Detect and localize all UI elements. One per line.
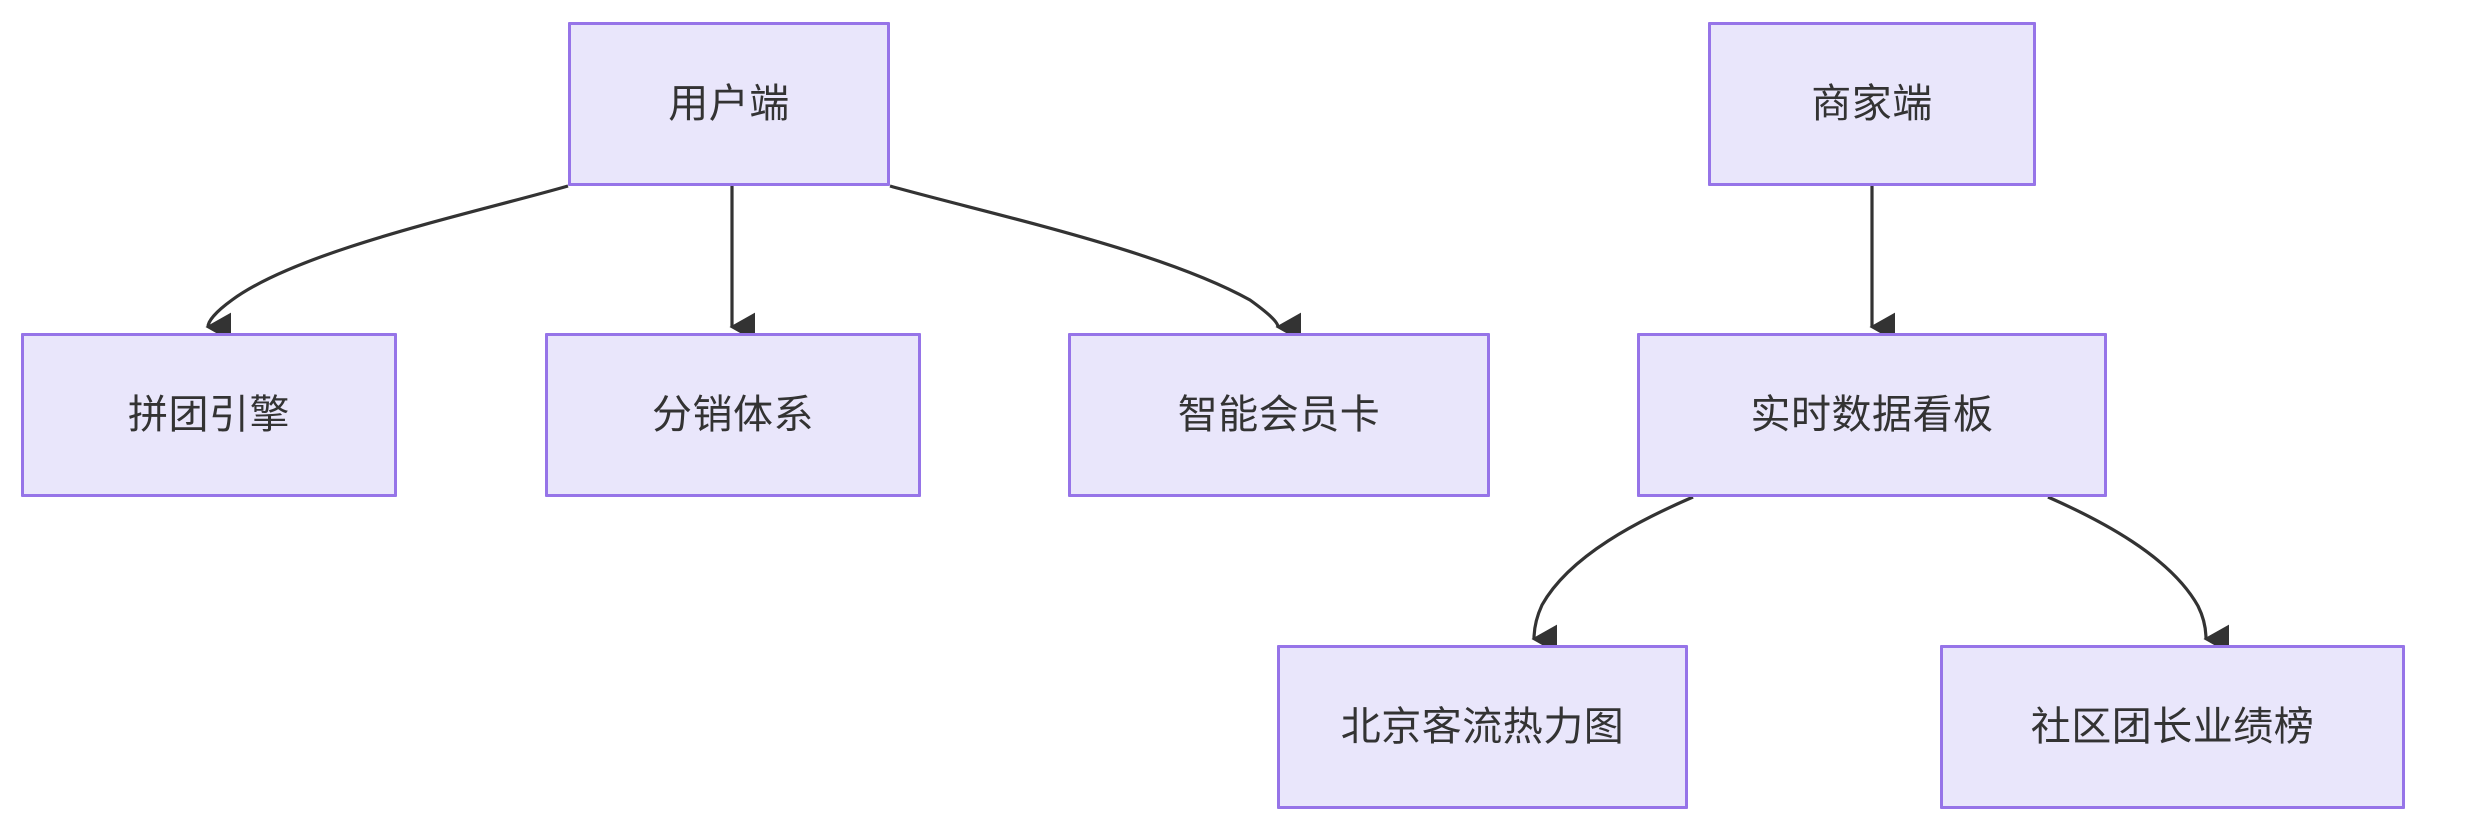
node-distribution-system[interactable]: 分销体系: [545, 333, 921, 497]
node-merchant-client[interactable]: 商家端: [1708, 22, 2036, 186]
node-label-beijing-heatmap: 北京客流热力图: [1340, 705, 1625, 749]
node-label-merchant-client: 商家端: [1811, 82, 1933, 126]
edges-group: [205, 184, 2230, 654]
node-label-group-buy-engine: 拼团引擎: [128, 393, 290, 437]
node-leader-ranking[interactable]: 社区团长业绩榜: [1940, 645, 2405, 809]
edge-dashboard-to-heatmap: [1531, 495, 1694, 654]
node-smart-member-card[interactable]: 智能会员卡: [1068, 333, 1490, 497]
edge-dashboard-to-ranking: [2047, 495, 2230, 654]
node-label-user-client: 用户端: [668, 82, 790, 126]
edge-user-to-membercard: [889, 184, 1302, 342]
node-label-smart-member-card: 智能会员卡: [1177, 393, 1381, 437]
node-realtime-dashboard[interactable]: 实时数据看板: [1637, 333, 2107, 497]
node-beijing-heatmap[interactable]: 北京客流热力图: [1277, 645, 1688, 809]
node-user-client[interactable]: 用户端: [568, 22, 890, 186]
edge-user-to-groupbuy: [205, 184, 569, 342]
node-label-distribution-system: 分销体系: [652, 393, 814, 437]
node-label-realtime-dashboard: 实时数据看板: [1750, 393, 1994, 437]
node-label-leader-ranking: 社区团长业绩榜: [2030, 705, 2315, 749]
node-group-buy-engine[interactable]: 拼团引擎: [21, 333, 397, 497]
